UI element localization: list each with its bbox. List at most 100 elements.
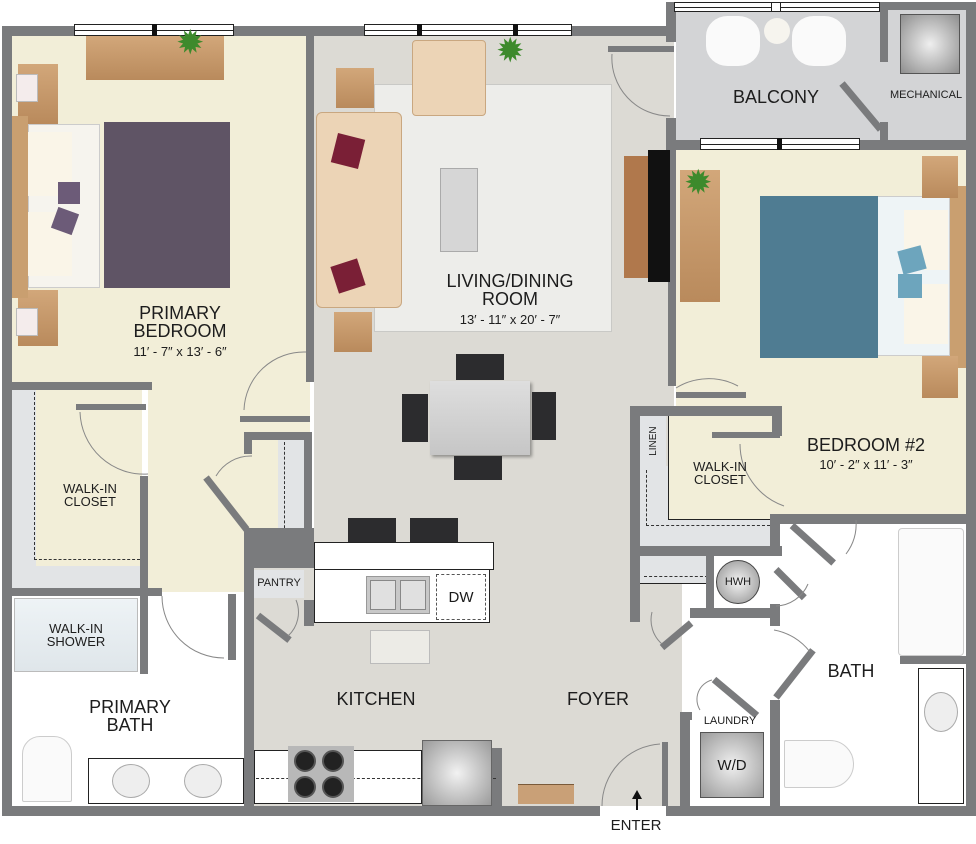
wall-mechanical-lower <box>880 122 888 148</box>
refrigerator <box>422 740 492 806</box>
kitchen-label: KITCHEN <box>336 689 416 709</box>
wall-tub-bottom <box>900 656 966 664</box>
armchair <box>412 40 486 116</box>
closet-rod <box>34 392 140 560</box>
foyer-label: FOYER <box>566 689 629 709</box>
balcony-chair <box>792 16 846 66</box>
bed2-cover <box>760 196 878 358</box>
wall-bed2-closet-right <box>772 406 782 436</box>
primary-closet-shelf-bottom <box>12 566 142 588</box>
tv <box>648 150 670 282</box>
window-living-room <box>364 24 572 36</box>
pantry-box <box>254 570 304 598</box>
balcony-side-table <box>764 18 790 44</box>
plant-icon: ✹ <box>176 24 205 62</box>
wall-bed2-closet-left <box>630 406 640 622</box>
wall-outer-bottom <box>2 806 600 816</box>
primary-bedroom-dimensions: 11′ - 7″ x 13′ - 6″ <box>133 343 227 359</box>
wall-bed2-closet-top <box>630 406 780 416</box>
wall-bath-left-mid <box>770 604 780 626</box>
burner <box>294 776 316 798</box>
hall-closet-rod <box>284 442 285 538</box>
toilet <box>22 736 72 802</box>
primary-closet-label: WALK-IN CLOSET <box>63 481 117 510</box>
living-room-rug <box>374 84 612 332</box>
burner <box>322 750 344 772</box>
kitchen-mat <box>370 630 430 664</box>
dishwasher: DW <box>436 574 486 620</box>
wall-primary-bath-top <box>12 588 162 596</box>
balcony-chair <box>706 16 760 66</box>
vanity <box>918 668 964 804</box>
wall-outer-left <box>2 26 12 814</box>
primary-bedroom-label: PRIMARY BEDROOM 11′ - 7″ x 13′ - 6″ <box>100 304 260 358</box>
mechanical-label: MECHANICAL <box>889 89 963 101</box>
kitchen-island-bar <box>314 542 494 570</box>
plant-icon: ✹ <box>684 164 713 202</box>
wall-laundry-left <box>680 712 690 814</box>
washer-dryer: W/D <box>700 732 764 798</box>
wall-primary-right <box>306 36 314 382</box>
walk-in-shower: WALK-IN SHOWER <box>14 598 138 672</box>
burner <box>294 750 316 772</box>
wall-living-door-stub <box>608 46 674 52</box>
dining-chair <box>402 394 428 442</box>
sink-icon <box>184 764 222 798</box>
arrow-stem <box>636 798 638 810</box>
wall-outer-right <box>966 2 976 814</box>
wall-bath-left-low <box>770 700 780 814</box>
dresser-bedroom2 <box>680 170 720 302</box>
window-balcony <box>674 2 880 12</box>
dining-chair <box>456 354 504 380</box>
wall-primary-closet-door <box>76 404 146 410</box>
sink-icon <box>112 764 150 798</box>
wall-kitchen-fridge-stub <box>492 748 502 808</box>
wall-bed2-closet-door <box>712 432 780 438</box>
living-dining-dimensions: 13′ - 11″ x 20′ - 7″ <box>459 311 561 327</box>
wd-label: W/D <box>717 756 747 774</box>
window-bedroom2 <box>700 138 860 150</box>
window-primary-bedroom <box>74 24 234 36</box>
wall-bed2-left <box>668 150 676 386</box>
burner <box>322 776 344 798</box>
linen-closet <box>640 416 666 466</box>
pantry-label: PANTRY <box>257 577 301 589</box>
wall-hall-closet-left <box>244 432 252 454</box>
dining-table <box>430 381 530 455</box>
bath-label: BATH <box>827 661 875 681</box>
balcony-label: BALCONY <box>732 87 820 107</box>
toilet <box>784 740 854 788</box>
wall-shower-right <box>140 590 148 674</box>
wall-outer-top-left <box>2 26 674 36</box>
headboard-bedroom2 <box>950 186 966 368</box>
dishwasher-label: DW <box>448 588 474 606</box>
primary-bath-label: PRIMARY BATH <box>89 697 171 736</box>
wall-entry-stub <box>662 742 668 812</box>
enter-label: ENTER <box>610 817 662 834</box>
wall-linen-hall <box>630 546 782 556</box>
wall-primary-bath-door-stub <box>228 594 236 660</box>
mechanical-unit <box>900 14 960 74</box>
nightstand <box>922 356 958 398</box>
coffee-table <box>440 168 478 252</box>
lamp-icon <box>16 74 38 102</box>
shower-label: WALK-IN SHOWER <box>46 620 106 649</box>
hwh-label: HWH <box>724 576 752 588</box>
wall-hwh-left <box>706 556 714 612</box>
bed2-closet-label: WALK-IN CLOSET <box>693 459 747 488</box>
bedroom2-label: BEDROOM #2 10′ - 2″ x 11′ - 3″ <box>796 436 936 472</box>
dresser-primary <box>86 36 224 80</box>
side-table-bottom <box>334 312 372 352</box>
wall-primary-closet-top <box>12 382 152 390</box>
tv-stand <box>624 156 652 278</box>
wall-outer-bottom-right <box>666 806 976 816</box>
headboard-primary <box>12 116 28 298</box>
hall-closet-shelf <box>278 440 304 540</box>
hot-water-heater: HWH <box>716 560 760 604</box>
sink-basin <box>400 580 426 610</box>
wall-bed2-bottom <box>772 514 966 524</box>
wall-primary-door-stub <box>240 416 310 422</box>
entry-door-opening[interactable] <box>600 806 666 816</box>
dining-chair <box>532 392 556 440</box>
